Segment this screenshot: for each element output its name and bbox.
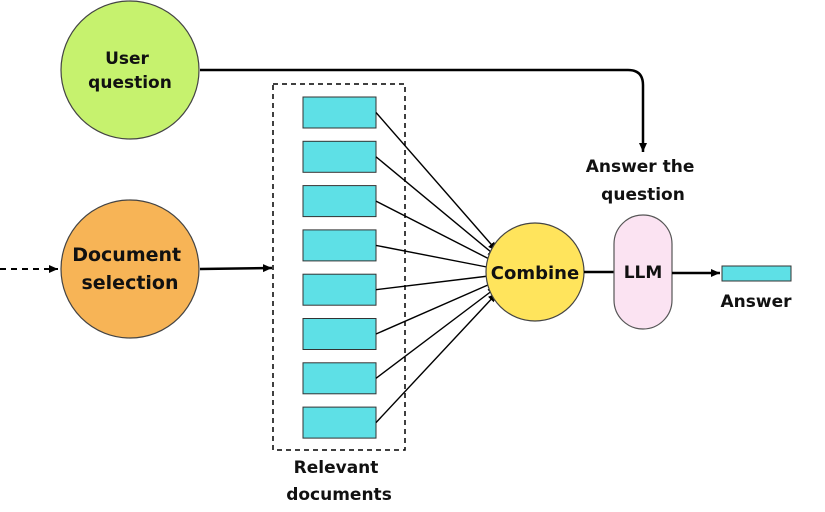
document-selection-label-line2: selection [81,272,178,294]
document-selection-node: Document selection [60,199,200,339]
user-question-node: User question [60,0,200,140]
user-question-circle [60,0,200,140]
answer-box [721,265,792,282]
document-8 [302,406,377,439]
question-connector [200,68,647,152]
answer-label: Answer [721,292,793,312]
svg-text:Answer the question: Answer the question [586,157,701,205]
combine-label: Combine [491,263,579,284]
svg-text:Relevant documents: Relevant documents [286,458,392,505]
llm-label: LLM [624,263,663,283]
fan-in-arrow-8 [375,292,498,424]
fan-in-arrow-6 [375,280,498,335]
svg-text:Document selection: Document selection [72,244,188,294]
fan-in-arrow-5 [375,272,498,291]
user-question-label-line2: question [88,73,172,93]
svg-text:User question: User question [88,49,172,93]
document-selection-label-line1: Document [72,244,181,266]
selection-to-documents-arrow [199,264,273,273]
fan-in-arrows [375,112,498,424]
document-4 [302,229,377,262]
document-1 [302,96,377,129]
document-selection-circle [60,199,200,339]
fan-in-arrow-3 [375,200,498,264]
fan-in-arrow-2 [375,156,498,258]
relevant-documents-label-line2: documents [286,485,392,505]
llm-node: LLM [613,214,673,330]
answer-node: Answer [721,265,793,312]
user-question-label-line1: User [105,49,149,69]
answer-the-question-label-line2: question [601,185,685,205]
fan-in-arrow-4 [375,244,498,272]
combine-node: Combine [485,222,585,322]
document-7 [302,362,377,395]
relevant-documents-label-line1: Relevant [294,458,379,478]
document-5 [302,273,377,306]
answer-the-question-label-line1: Answer the [586,157,695,177]
document-6 [302,318,377,350]
fan-in-arrow-7 [375,286,498,379]
document-3 [302,185,377,218]
document-2 [302,140,377,173]
relevant-documents-group [272,83,406,451]
documents-layer [302,96,377,439]
fan-in-arrow-1 [375,112,498,252]
